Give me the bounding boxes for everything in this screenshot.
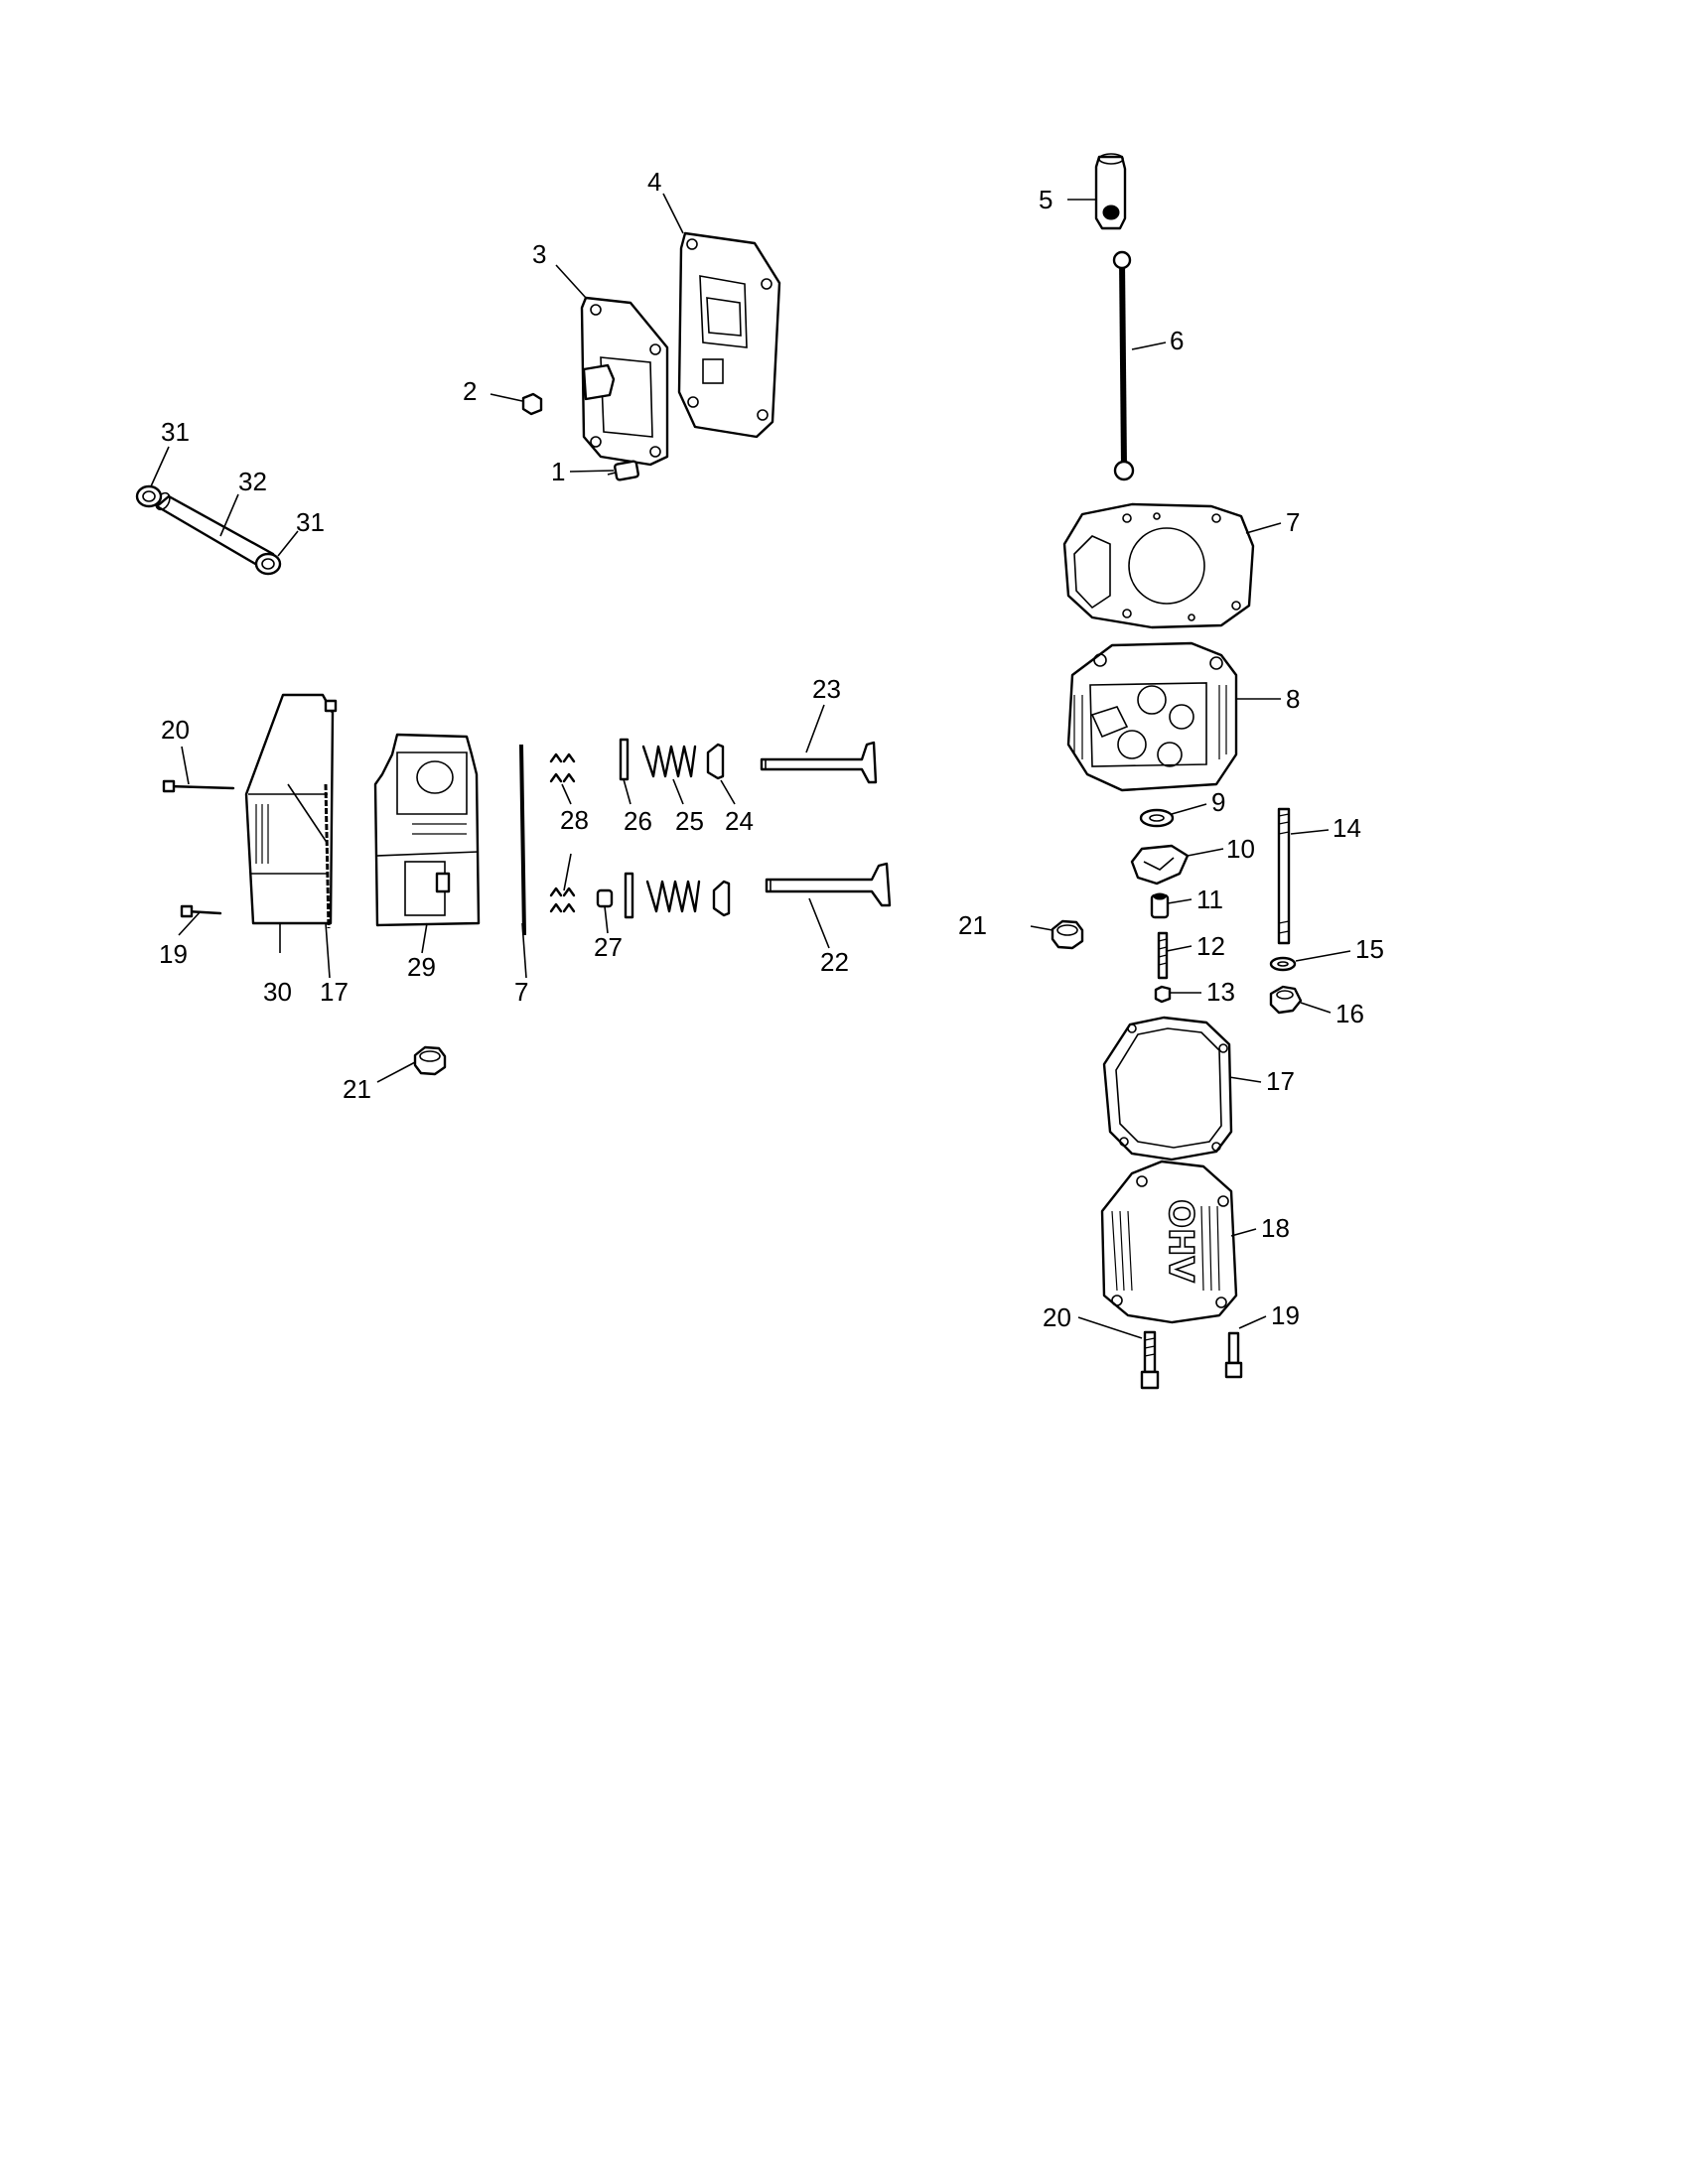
part-27-valve-stem-seal [596,888,614,908]
callout-7-edge: 7 [514,977,528,1007]
callout-12: 12 [1196,931,1225,961]
callout-1: 1 [551,457,565,486]
callout-31-lower: 31 [296,507,325,537]
callout-19-right: 19 [1271,1300,1300,1330]
callout-21-right: 21 [958,910,987,940]
callout-7-gasket: 7 [1286,507,1300,537]
callout-20-right: 20 [1043,1302,1071,1332]
part-12-rocker-stud [1157,931,1169,980]
part-1-screw [607,460,639,481]
part-32-hose [155,491,275,570]
callout-26: 26 [624,806,652,836]
callout-25: 25 [675,806,704,836]
valve-cover-embossed-text: OHV [1161,1199,1200,1283]
callout-17-edge: 17 [320,977,349,1007]
part-7-head-gasket-edge-view [519,744,526,936]
callout-32: 32 [238,467,267,496]
callout-13: 13 [1206,977,1235,1007]
callout-30: 30 [263,977,292,1007]
callout-5: 5 [1039,185,1052,214]
part-17-gasket-edge-view [324,783,331,929]
callout-27: 27 [594,932,623,962]
part-29-cylinder-head-side [373,733,481,927]
part-24-spring-caps [706,743,731,917]
part-10-rocker-arm [1130,844,1190,886]
part-13-jam-nut [1154,985,1172,1004]
part-5-valve-lifter [1094,153,1127,230]
part-3-breather-cover [580,296,669,467]
callout-14: 14 [1333,813,1361,843]
part-9-washer [1139,808,1175,828]
callout-24: 24 [725,806,754,836]
part-4-breather-gasket [677,231,781,439]
callout-18: 18 [1261,1213,1290,1243]
callout-4: 4 [647,167,661,197]
callout-31-upper: 31 [161,417,190,447]
callout-17-gasket: 17 [1266,1066,1295,1096]
callout-16: 16 [1335,999,1364,1028]
part-16-head-nut [1269,985,1303,1015]
callout-21-left: 21 [343,1074,371,1104]
callout-10: 10 [1226,834,1255,864]
part-31-hose-clamp-b [254,552,282,576]
callout-19-left: 19 [159,939,188,969]
part-22-exhaust-valve [765,862,892,907]
part-20-bolt-right [1140,1330,1160,1390]
part-6-push-rod [1112,250,1135,481]
callout-labels: 1 2 3 4 5 6 7 7 8 9 10 11 12 13 14 15 16… [159,167,1384,1332]
callout-20-left: 20 [161,715,190,745]
callout-9: 9 [1211,787,1225,817]
callout-2: 2 [463,376,477,406]
part-23-intake-valve [760,741,878,784]
part-30-cylinder-head-shroud [244,693,338,925]
part-20-bolt-left [162,779,235,793]
callout-8: 8 [1286,684,1300,714]
part-19-bolt-left [180,904,222,918]
callout-23: 23 [812,674,841,704]
part-25-valve-springs [641,745,701,913]
callout-22: 22 [820,947,849,977]
part-18-valve-cover: OHV [1100,1160,1238,1324]
part-2-nut [521,392,543,416]
callout-11: 11 [1196,885,1223,914]
callout-28: 28 [560,805,589,835]
part-8-cylinder-head [1066,641,1238,792]
callout-29: 29 [407,952,436,982]
part-11-rocker-pivot [1150,892,1170,919]
callout-15: 15 [1355,934,1384,964]
part-7-head-gasket [1062,502,1255,629]
callout-6: 6 [1170,326,1184,355]
part-21-plug-right [1051,919,1084,950]
part-15-washer [1269,956,1297,972]
leader-lines [150,193,1351,1339]
part-14-head-stud [1277,807,1291,945]
part-17-valve-cover-gasket [1102,1016,1233,1161]
callout-3: 3 [532,239,546,269]
part-21-plug-left [413,1045,447,1076]
part-28-valve-keepers [549,752,576,913]
part-19-bolt-right [1224,1331,1243,1379]
part-31-hose-clamp-a [135,484,163,508]
